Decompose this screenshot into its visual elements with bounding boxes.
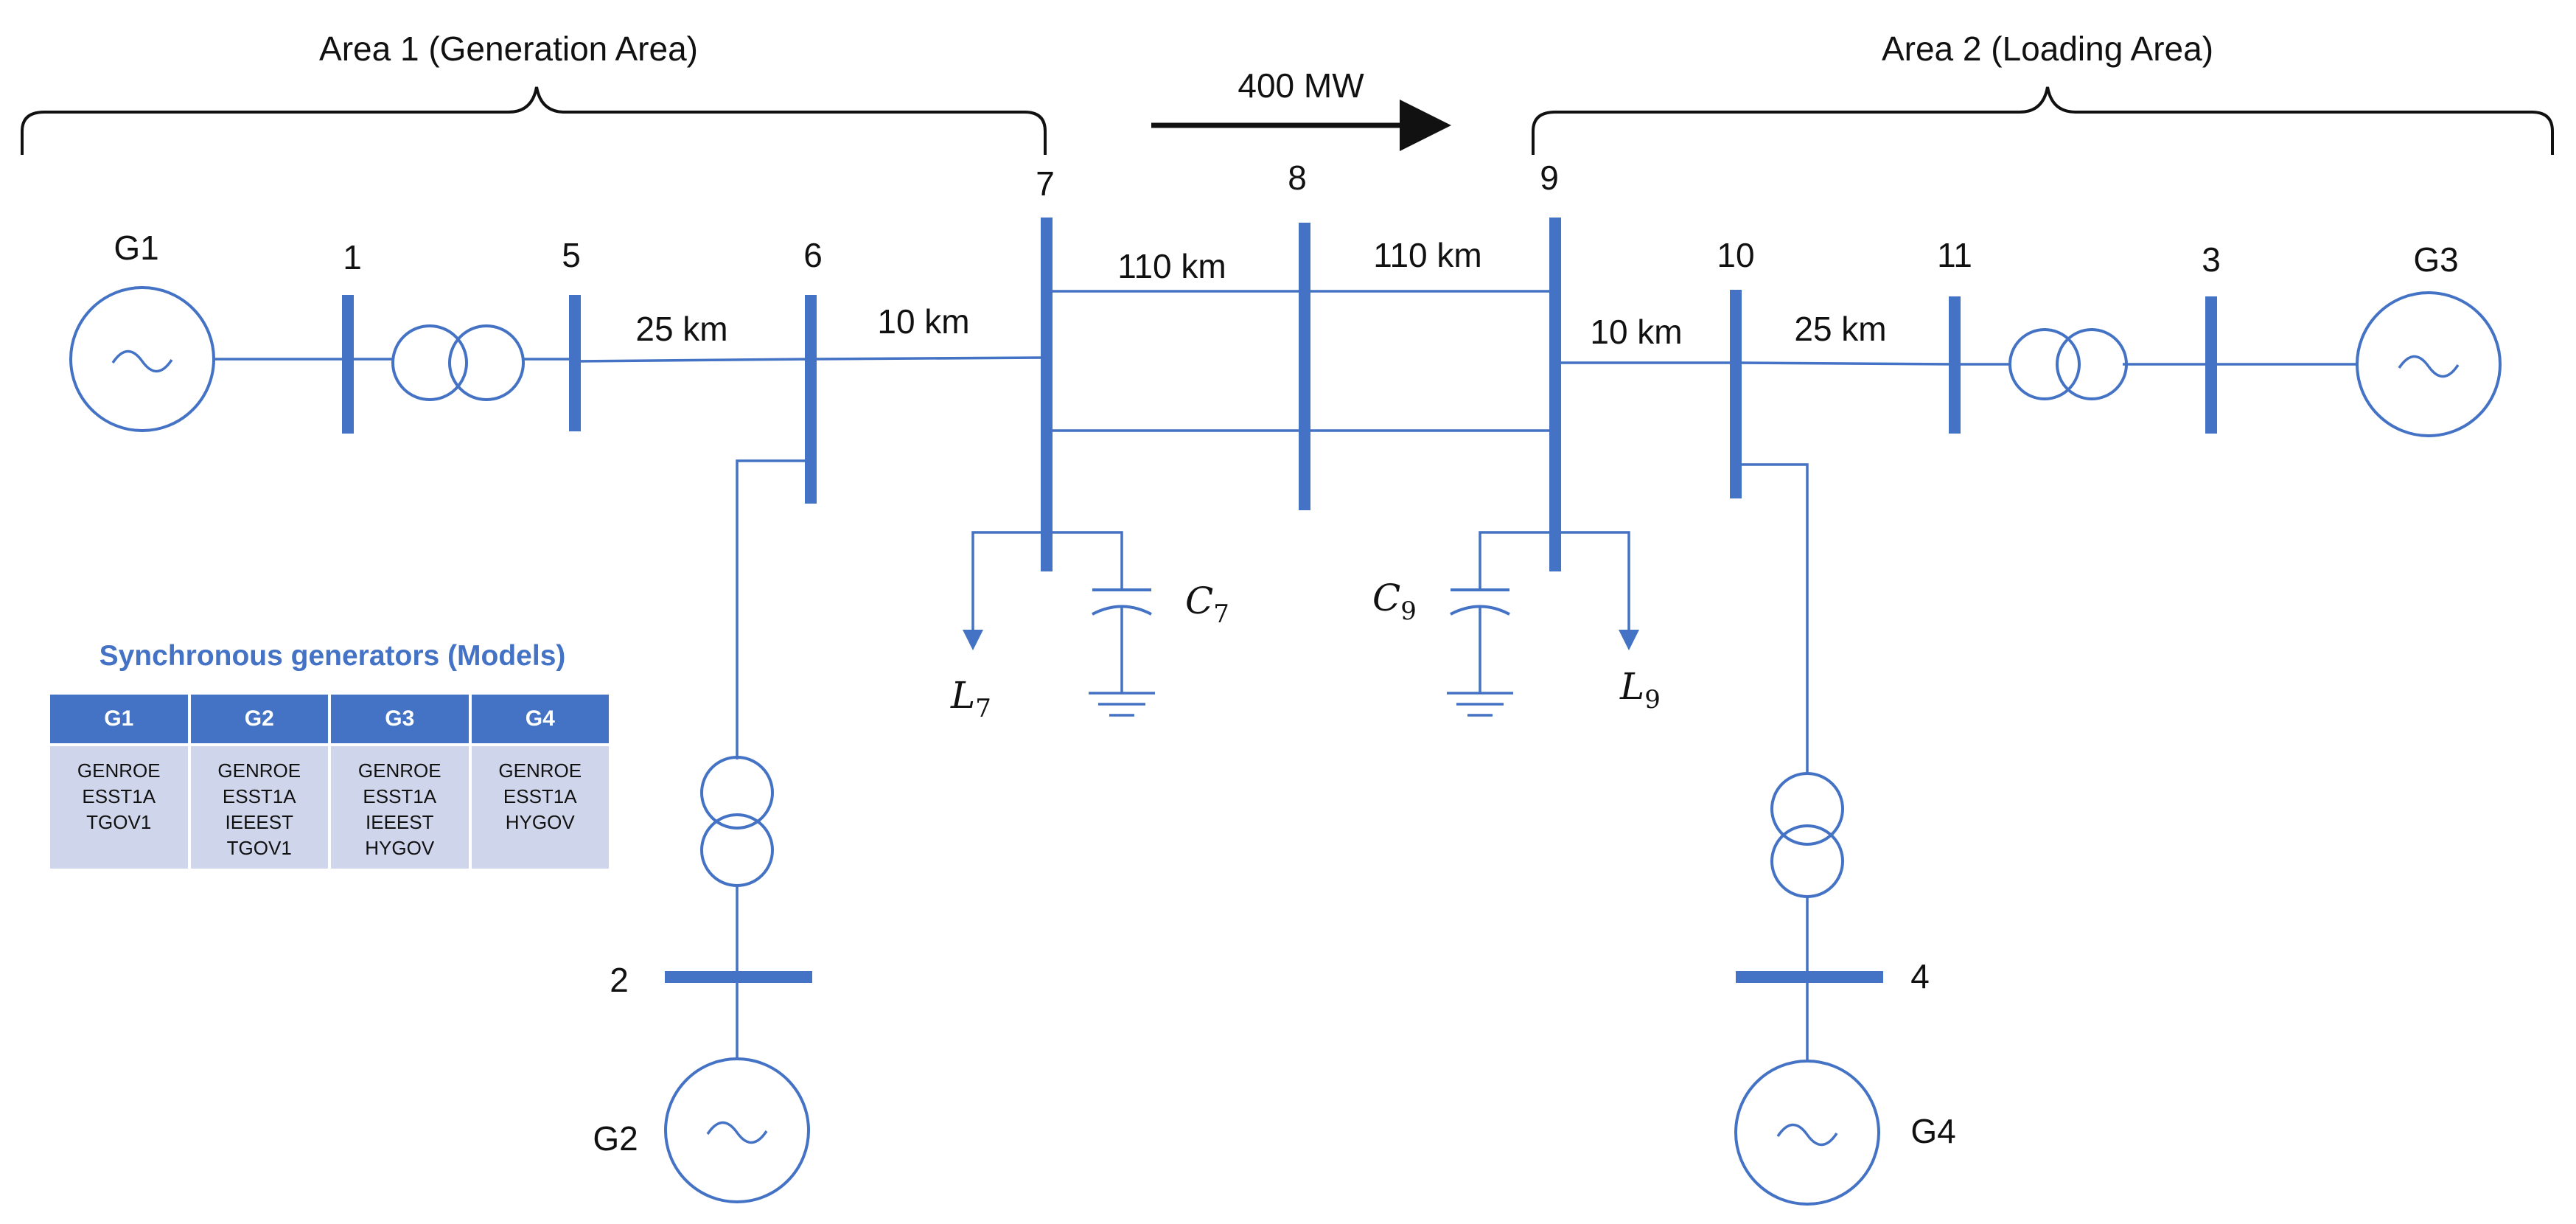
load-label-l9: L9	[1619, 665, 1661, 714]
model-table-title: Synchronous generators (Models)	[99, 640, 566, 672]
model-table-header: G2	[190, 695, 328, 743]
bus-label-4: 4	[1910, 957, 1930, 995]
area2-brace	[1532, 86, 2554, 155]
line-length-7-8: 110 km	[1117, 247, 1226, 285]
generator-label-g2: G2	[593, 1119, 638, 1158]
generator-icon	[664, 1057, 810, 1203]
area1-brace	[21, 86, 1047, 155]
area1-label: Area 1 (Generation Area)	[319, 29, 698, 68]
transformer-icon	[2008, 328, 2128, 400]
capacitor-label-c9: C9	[1372, 577, 1417, 626]
model-table-header: G1	[50, 695, 188, 743]
model-table-header: G4	[471, 695, 609, 743]
line-b9-c9	[1479, 531, 1555, 590]
bus-label-8: 8	[1288, 159, 1307, 197]
line-length-9-10: 10 km	[1590, 313, 1682, 351]
line-length-8-9: 110 km	[1373, 236, 1481, 274]
model-table-grid: G1 G2 G3 G4 GENROE ESST1A TGOV1 GENROE E…	[47, 692, 612, 872]
capacitor-label-c7: C7	[1185, 580, 1229, 629]
line-length-5-6: 25 km	[635, 310, 727, 348]
transformer-icon	[1770, 772, 1844, 898]
ground-icon	[1089, 692, 1155, 717]
model-table-cell: GENROE ESST1A TGOV1	[50, 746, 188, 869]
generator-label-g3: G3	[2413, 240, 2458, 279]
model-table-cell: GENROE ESST1A IEEEST HYGOV	[331, 746, 469, 869]
generator-icon	[69, 286, 215, 432]
line-b9-l9	[1555, 531, 1639, 650]
line-b7-c7	[1047, 531, 1123, 590]
bus-label-10: 10	[1717, 236, 1754, 274]
generator-label-g4: G4	[1910, 1112, 1955, 1150]
bus-label-1: 1	[343, 238, 362, 277]
transformer-icon	[391, 324, 525, 401]
bus-label-2: 2	[610, 961, 629, 999]
line-5-6	[574, 358, 811, 363]
generator-icon	[2356, 291, 2502, 437]
line-length-6-7: 10 km	[877, 302, 969, 341]
line-6-7	[810, 356, 1047, 361]
line-b10-tx4	[1736, 463, 1809, 774]
line-10-11	[1735, 361, 1955, 366]
generator-model-table: Synchronous generators (Models) G1 G2 G3…	[50, 640, 615, 872]
bus-label-7: 7	[1036, 164, 1055, 203]
bus-label-9: 9	[1540, 159, 1559, 197]
bus-label-5: 5	[562, 236, 581, 274]
model-table-header: G3	[331, 695, 469, 743]
generator-icon	[1734, 1060, 1880, 1206]
model-table-cell: GENROE ESST1A HYGOV	[471, 746, 609, 869]
ground-icon	[1447, 692, 1513, 717]
transformer-icon	[700, 756, 774, 887]
generator-label-g1: G1	[114, 229, 158, 267]
bus-label-11: 11	[1937, 236, 1972, 274]
bus-label-6: 6	[803, 236, 823, 274]
area2-label: Area 2 (Loading Area)	[1882, 29, 2213, 68]
line-b7-l7	[963, 531, 1047, 650]
bus-label-3: 3	[2202, 240, 2221, 279]
power-flow-label: 400 MW	[1238, 66, 1364, 105]
line-length-10-11: 25 km	[1794, 310, 1886, 348]
model-table-cell: GENROE ESST1A IEEEST TGOV1	[190, 746, 328, 869]
load-label-l7: L7	[950, 674, 991, 723]
line-b6-tx2	[736, 459, 811, 759]
